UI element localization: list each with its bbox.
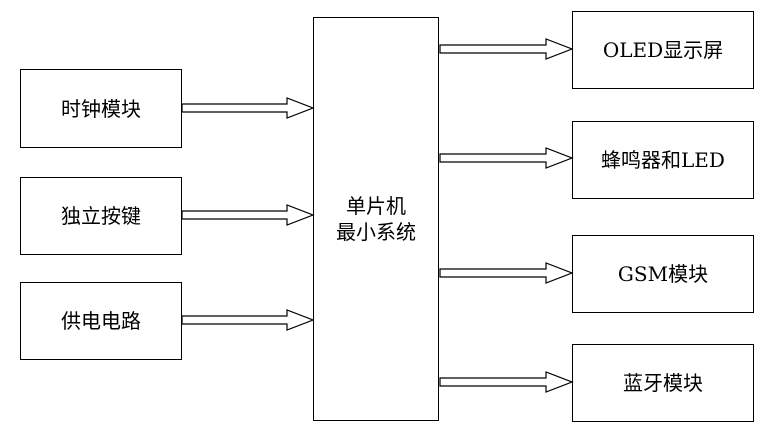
power-circuit-box: 供电电路 [20, 282, 182, 360]
arrow-mcu-to-gsm [439, 262, 574, 284]
arrow-mcu-to-bluetooth [439, 371, 574, 393]
mcu-label-line1: 单片机 [346, 194, 406, 218]
arrow-mcu-to-oled [439, 38, 574, 60]
gsm-module-label: GSM模块 [617, 262, 709, 286]
arrow-mcu-to-buzzer [439, 147, 574, 169]
bluetooth-module-label: 蓝牙模块 [623, 371, 703, 395]
mcu-minimum-system-box: 单片机 最小系统 [313, 17, 439, 421]
independent-keys-box: 独立按键 [20, 177, 182, 255]
gsm-module-box: GSM模块 [572, 235, 754, 313]
oled-display-label: OLED显示屏 [602, 38, 724, 62]
buzzer-led-label: 蜂鸣器和LED [601, 148, 725, 172]
buzzer-led-box: 蜂鸣器和LED [572, 121, 754, 199]
arrow-clock-to-mcu [181, 97, 315, 119]
arrow-power-to-mcu [181, 309, 315, 331]
power-circuit-label: 供电电路 [61, 309, 141, 333]
clock-module-box: 时钟模块 [20, 69, 182, 148]
arrow-keys-to-mcu [181, 204, 315, 226]
independent-keys-label: 独立按键 [61, 204, 141, 228]
oled-display-box: OLED显示屏 [572, 11, 754, 89]
bluetooth-module-box: 蓝牙模块 [572, 344, 754, 422]
mcu-label-line2: 最小系统 [336, 220, 416, 244]
clock-module-label: 时钟模块 [61, 96, 141, 121]
